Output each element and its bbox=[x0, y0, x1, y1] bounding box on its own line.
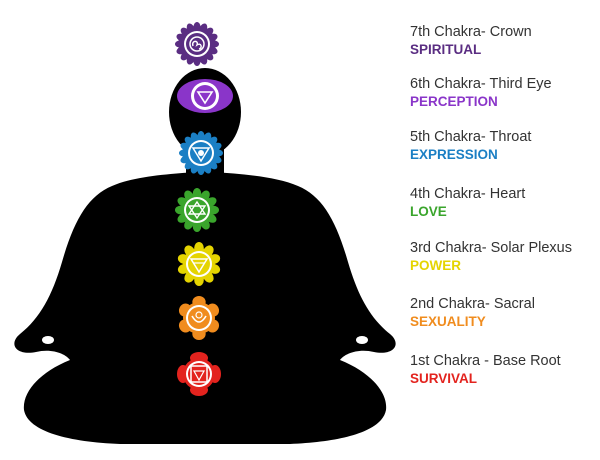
chakra-quality: SURVIVAL bbox=[410, 371, 478, 386]
meditation-figure-diagram bbox=[14, 22, 396, 444]
chakra-name: 1st Chakra - Base Root bbox=[410, 353, 561, 369]
chakra-quality: SPIRITUAL bbox=[410, 42, 482, 57]
chakra-quality: PERCEPTION bbox=[410, 94, 498, 109]
hand-mudras bbox=[42, 336, 368, 344]
root-icon bbox=[177, 352, 221, 396]
chakra-name: 3rd Chakra- Solar Plexus bbox=[410, 240, 572, 256]
chakra-quality: LOVE bbox=[410, 204, 447, 219]
chakra-quality: SEXUALITY bbox=[410, 314, 486, 329]
solar-plexus-icon bbox=[177, 242, 221, 286]
chakra-quality: POWER bbox=[410, 258, 462, 273]
third-eye-icon bbox=[177, 79, 233, 113]
heart-icon bbox=[175, 188, 219, 232]
throat-icon bbox=[179, 131, 223, 175]
chakra-name: 6th Chakra- Third Eye bbox=[410, 76, 552, 92]
sacral-icon bbox=[178, 296, 220, 340]
chakra-quality: EXPRESSION bbox=[410, 147, 498, 162]
chakra-name: 7th Chakra- Crown bbox=[410, 24, 532, 40]
chakra-symbols bbox=[175, 22, 233, 396]
chakra-name: 2nd Chakra- Sacral bbox=[410, 296, 535, 312]
chakra-name: 5th Chakra- Throat bbox=[410, 129, 532, 145]
chakra-name: 4th Chakra- Heart bbox=[410, 186, 526, 202]
om-icon bbox=[175, 22, 219, 66]
